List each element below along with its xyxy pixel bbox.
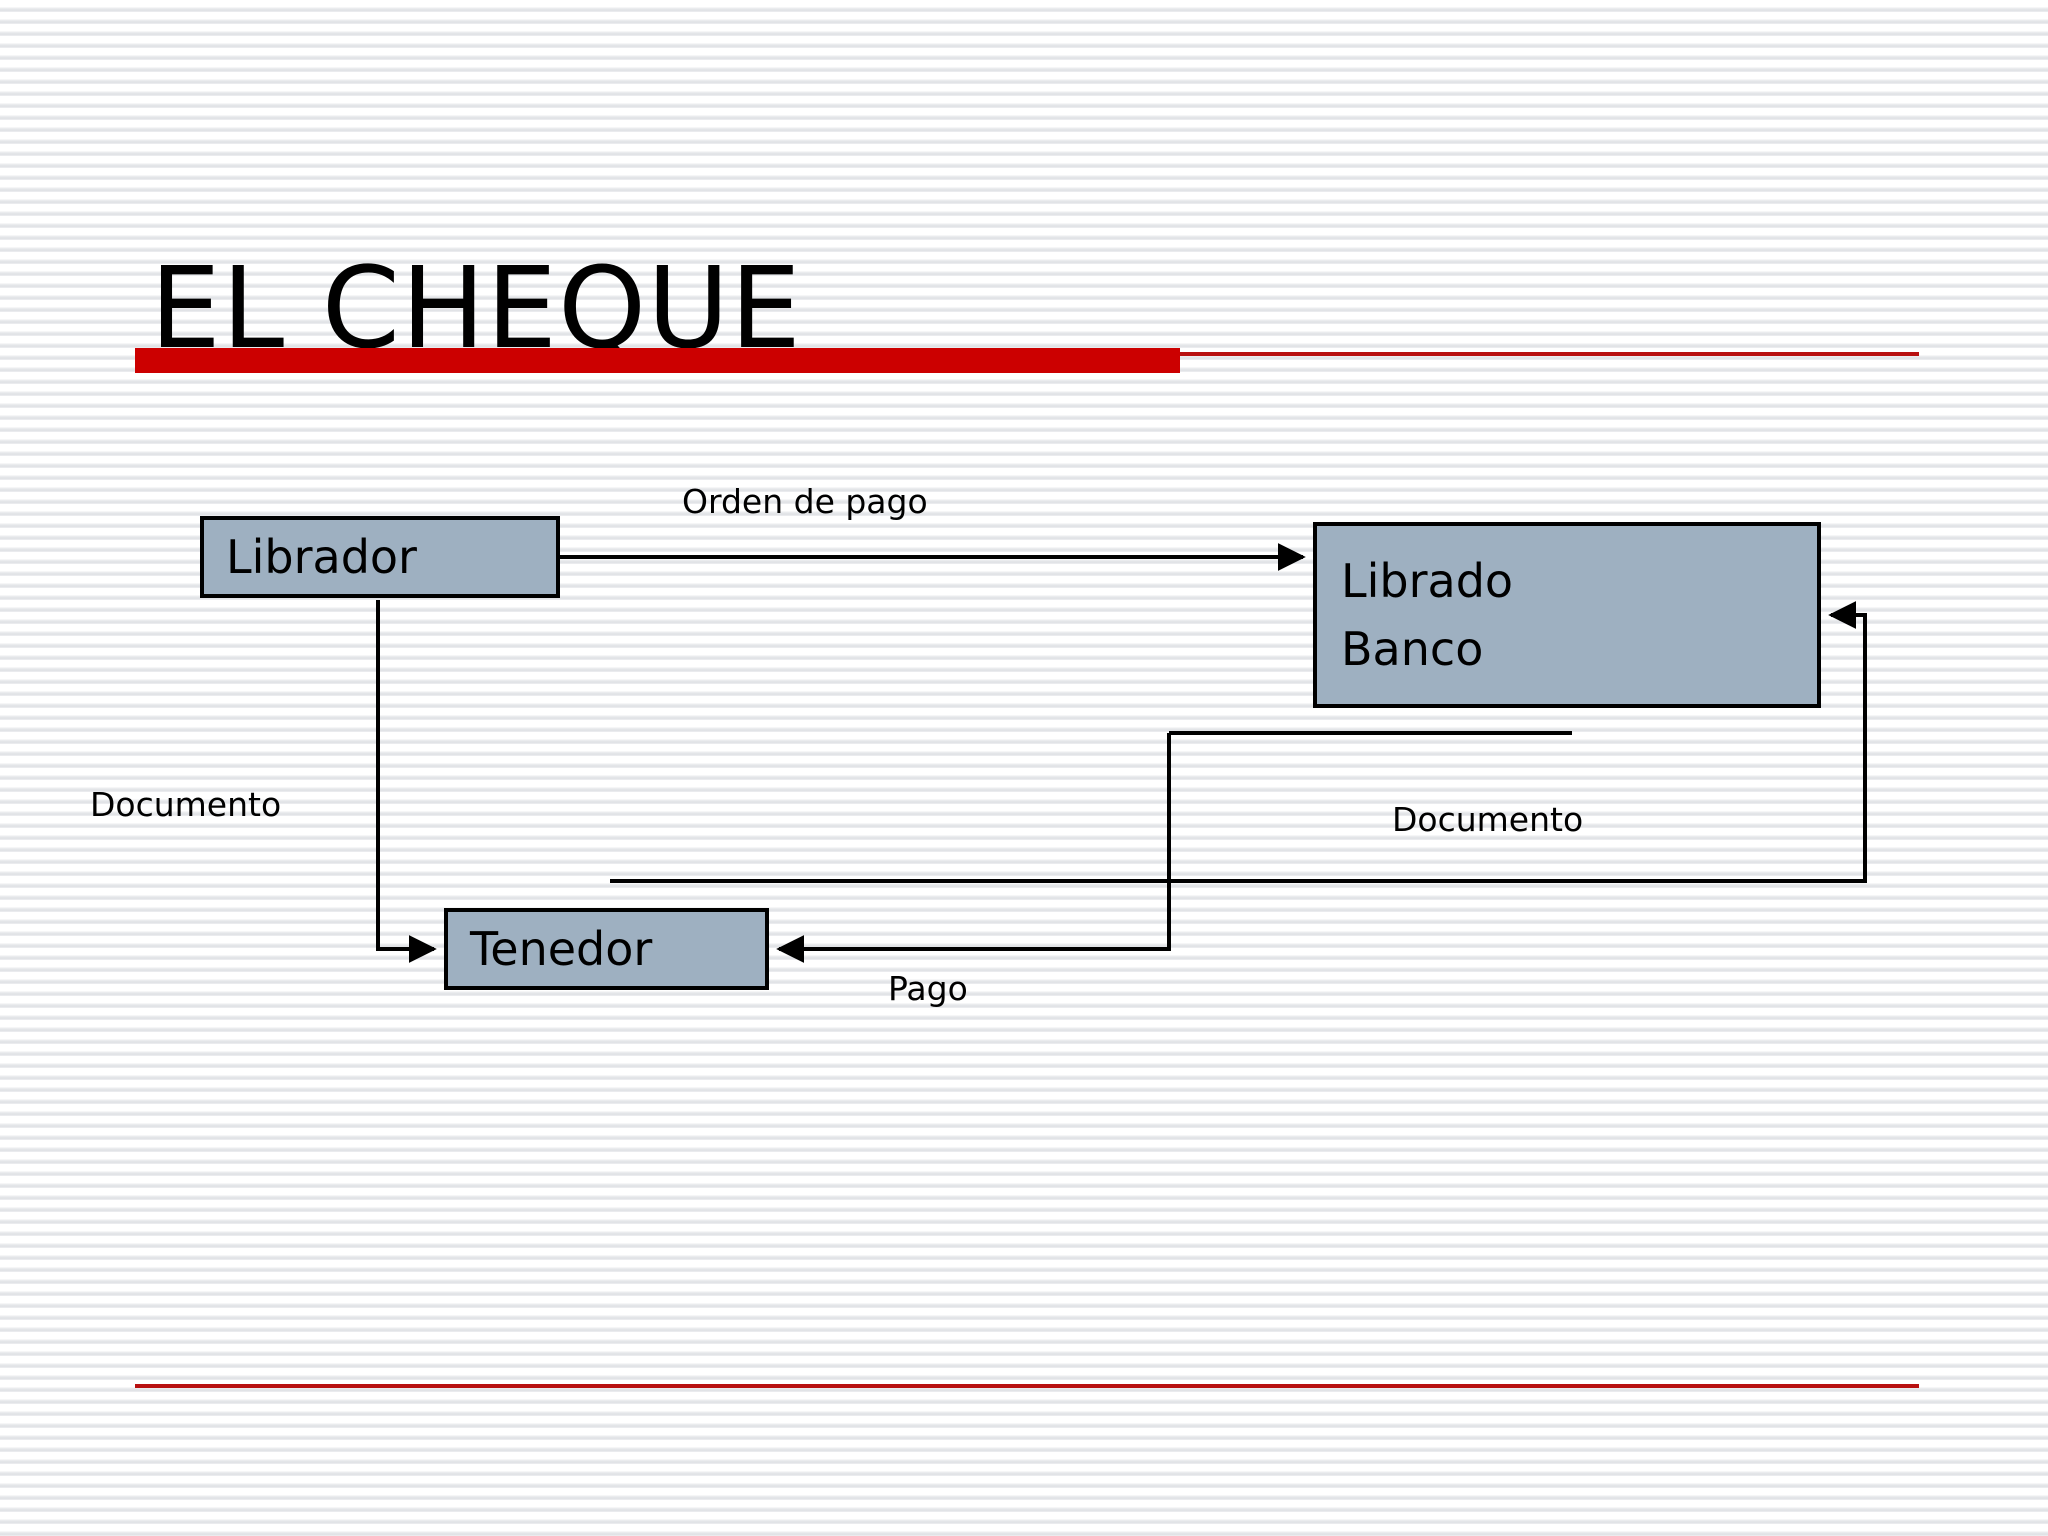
- title-rule-thick: [135, 348, 1180, 373]
- title-rule-thin: [1180, 352, 1919, 356]
- node-librado-label-line1: Librado: [1341, 554, 1514, 608]
- node-librador-label: Librador: [226, 530, 417, 584]
- node-librado-banco[interactable]: Librado Banco: [1313, 522, 1821, 708]
- node-librado-label-line2: Banco: [1341, 622, 1484, 676]
- edge-label-documento-izquierda: Documento: [90, 785, 282, 824]
- edge-documento-izquierda: [376, 600, 437, 963]
- node-tenedor-label: Tenedor: [470, 922, 653, 976]
- page-title: EL CHEQUE: [150, 244, 802, 375]
- edge-label-pago: Pago: [888, 969, 968, 1008]
- edge-label-documento-derecha: Documento: [1392, 800, 1584, 839]
- node-tenedor[interactable]: Tenedor: [444, 908, 769, 990]
- edge-label-orden-de-pago: Orden de pago: [682, 482, 928, 521]
- edge-pago: [776, 733, 1171, 963]
- node-librador[interactable]: Librador: [200, 516, 560, 598]
- footer-rule: [135, 1384, 1919, 1388]
